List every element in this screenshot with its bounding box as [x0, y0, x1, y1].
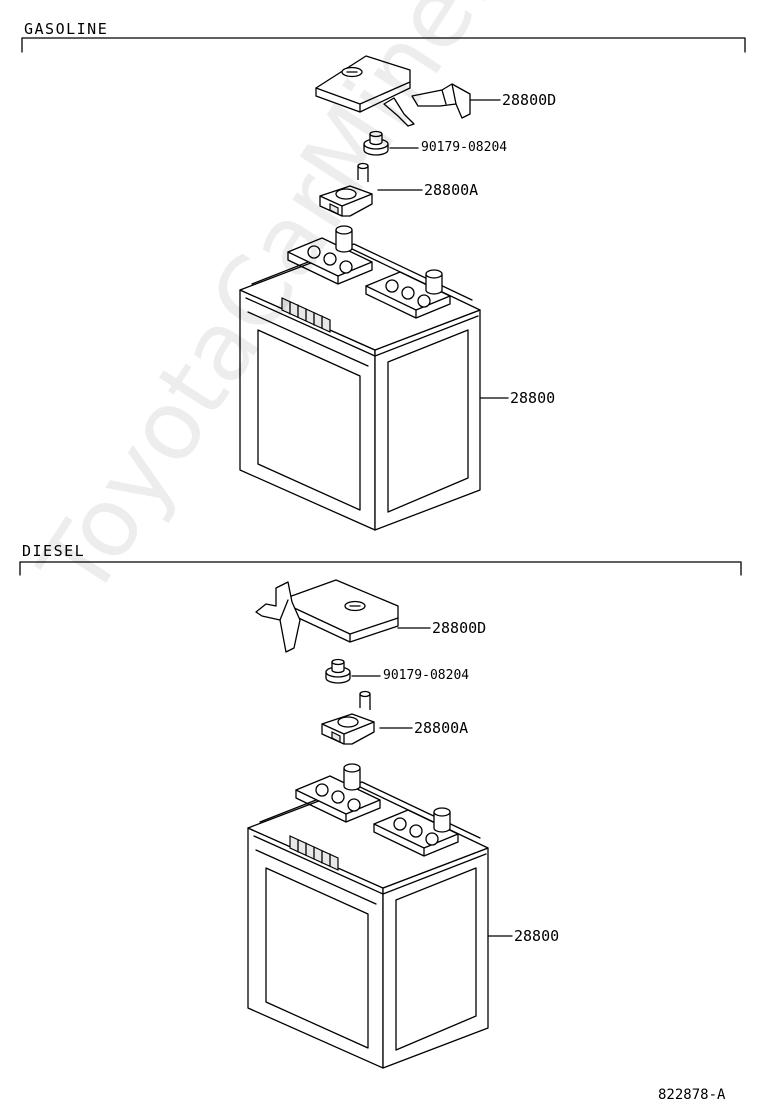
gasoline-terminal-cover	[315, 55, 471, 127]
section-title-diesel: DIESEL	[22, 542, 86, 560]
gasoline-battery	[239, 225, 481, 531]
label-diesel-battery[interactable]: 28800	[514, 927, 560, 945]
gasoline-nut	[363, 130, 389, 156]
diesel-terminal-clamp	[321, 690, 375, 745]
diesel-battery	[247, 763, 489, 1069]
label-diesel-nut[interactable]: 90179-08204	[383, 668, 470, 683]
illustration-code: 822878-A	[658, 1087, 726, 1103]
section-title-gasoline: GASOLINE	[24, 20, 109, 38]
label-gasoline-clamp[interactable]: 28800A	[424, 181, 479, 199]
diesel-nut	[325, 658, 351, 684]
diesel-section-bracket	[19, 561, 742, 576]
label-diesel-cover[interactable]: 28800D	[432, 619, 487, 637]
diesel-terminal-cover	[255, 579, 399, 653]
label-gasoline-battery[interactable]: 28800	[510, 389, 556, 407]
label-gasoline-nut[interactable]: 90179-08204	[421, 140, 508, 155]
label-gasoline-cover[interactable]: 28800D	[502, 91, 557, 109]
gasoline-section-bracket	[21, 37, 746, 53]
gasoline-terminal-clamp	[319, 162, 373, 217]
label-diesel-clamp[interactable]: 28800A	[414, 719, 469, 737]
